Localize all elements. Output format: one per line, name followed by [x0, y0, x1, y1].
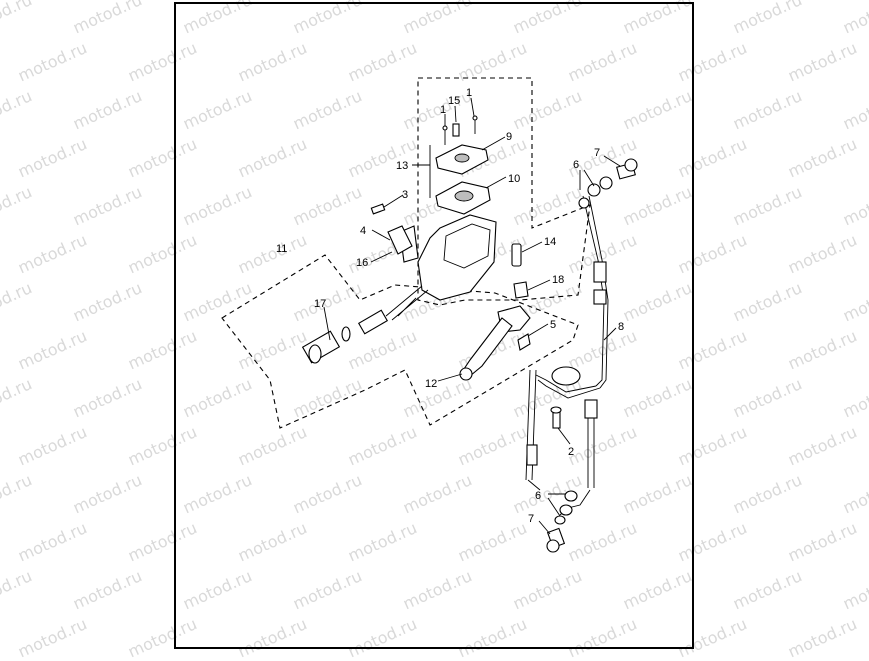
callout-9: 9	[506, 131, 512, 143]
clip-18	[513, 281, 529, 299]
callout-13: 13	[396, 160, 408, 172]
washers-6-top	[578, 176, 613, 209]
leader-lines	[323, 97, 621, 535]
callout-labels: 1 15 1 9 13 10 3 4 16 11 14 18 17 5 12 6…	[276, 87, 624, 525]
callout-4: 4	[360, 225, 366, 237]
screws-1-15	[442, 115, 478, 145]
callout-16: 16	[356, 257, 368, 269]
pin-14	[511, 243, 522, 267]
diagram-frame	[174, 2, 694, 649]
bleeder-3-4	[370, 203, 386, 215]
callout-2: 2	[568, 446, 574, 458]
spring-5	[517, 333, 531, 351]
callout-17: 17	[314, 298, 326, 310]
callout-6a: 6	[573, 159, 579, 171]
callout-18: 18	[552, 274, 564, 286]
callout-12: 12	[425, 378, 437, 390]
cover-16	[387, 225, 413, 255]
callout-5: 5	[550, 319, 556, 331]
assembly-outline-11	[221, 254, 579, 429]
bolt-2	[550, 406, 562, 429]
callout-11: 11	[276, 243, 287, 255]
callout-3: 3	[402, 189, 408, 201]
callout-1a: 1	[440, 104, 446, 116]
reservoir-cover-9	[435, 144, 489, 175]
callout-1b: 1	[466, 87, 472, 99]
banjo-bolt-7-bottom	[546, 527, 566, 553]
master-cylinder-body	[396, 214, 497, 301]
callout-7b: 7	[528, 513, 534, 525]
callout-15: 15	[448, 95, 460, 107]
diaphragm-plate-10	[435, 181, 491, 215]
callout-14: 14	[544, 236, 556, 248]
assembly-outline-reservoir	[417, 77, 591, 306]
callout-10: 10	[508, 173, 520, 185]
banjo-bolt-7-top	[616, 158, 638, 180]
callout-6b: 6	[535, 490, 541, 502]
brake-line-8	[525, 195, 609, 516]
callout-7a: 7	[594, 147, 600, 159]
washers-6-bottom	[554, 490, 578, 525]
callout-8: 8	[618, 321, 624, 333]
lever-12	[459, 305, 531, 381]
